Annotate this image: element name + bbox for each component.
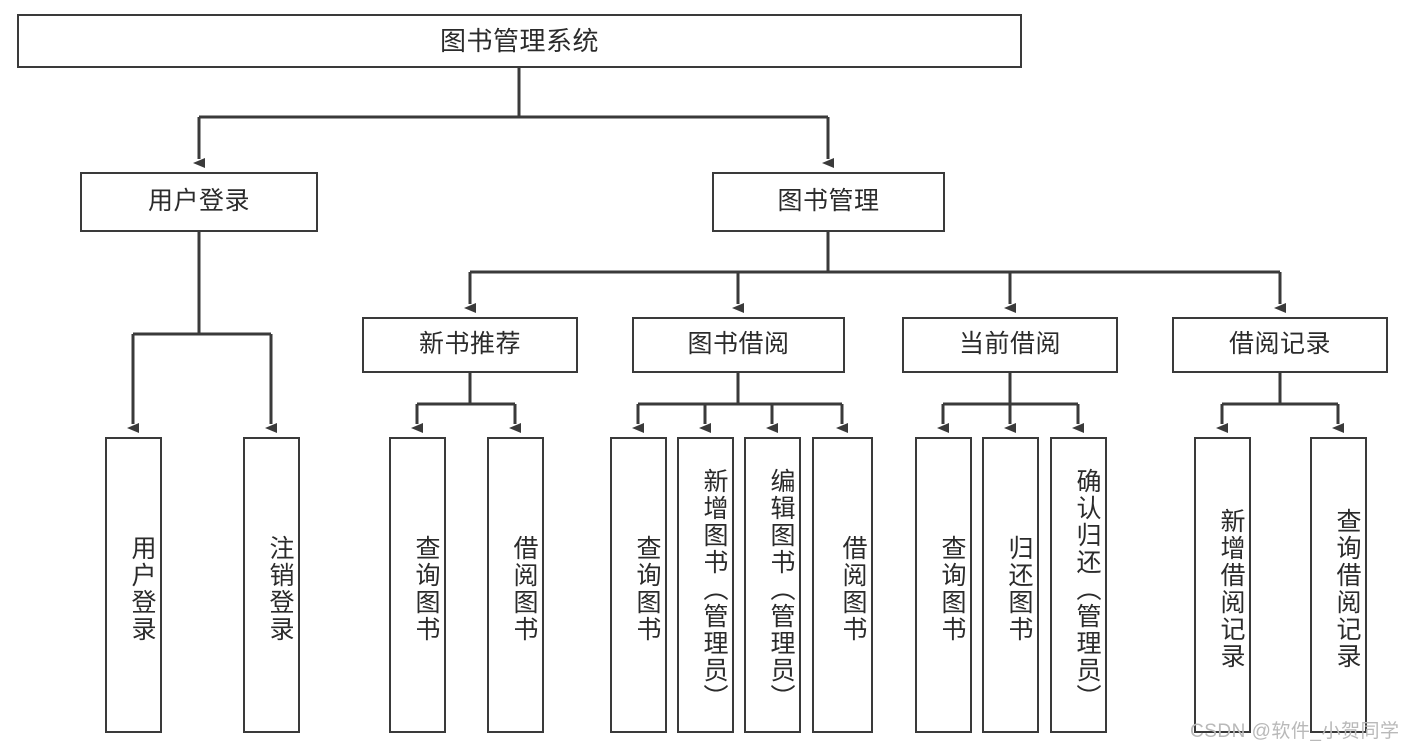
node-level2-1[interactable]: 图书管理 xyxy=(712,172,945,232)
node-level3-label: 借阅记录 xyxy=(1228,330,1331,359)
node-leaf-11[interactable]: 新增借阅记录 xyxy=(1194,437,1251,733)
node-leaf-label: 确认归还（管理员） xyxy=(1073,467,1101,711)
node-leaf-label: 注销登录 xyxy=(266,535,294,643)
node-level3-label: 新书推荐 xyxy=(418,330,521,359)
node-leaf-12[interactable]: 查询借阅记录 xyxy=(1310,437,1367,733)
node-leaf-label: 查询图书 xyxy=(633,535,661,643)
node-root[interactable]: 图书管理系统 xyxy=(17,14,1022,68)
watermark: CSDN @软件_小贺同学 xyxy=(1190,721,1400,742)
node-level2-0[interactable]: 用户登录 xyxy=(80,172,318,232)
node-level3-label: 图书借阅 xyxy=(687,330,790,359)
node-leaf-2[interactable]: 查询图书 xyxy=(389,437,446,733)
node-leaf-label: 新增图书（管理员） xyxy=(700,467,728,711)
node-level2-label: 图书管理 xyxy=(777,187,880,216)
node-leaf-6[interactable]: 编辑图书（管理员） xyxy=(744,437,801,733)
node-level3-label: 当前借阅 xyxy=(958,330,1061,359)
node-level3-1[interactable]: 图书借阅 xyxy=(632,317,845,373)
node-leaf-1[interactable]: 注销登录 xyxy=(243,437,300,733)
node-leaf-label: 借阅图书 xyxy=(839,535,867,643)
node-leaf-9[interactable]: 归还图书 xyxy=(982,437,1039,733)
node-leaf-label: 查询借阅记录 xyxy=(1333,508,1361,670)
node-leaf-4[interactable]: 查询图书 xyxy=(610,437,667,733)
node-level2-label: 用户登录 xyxy=(147,187,250,216)
node-root-label: 图书管理系统 xyxy=(439,25,599,56)
node-level3-2[interactable]: 当前借阅 xyxy=(902,317,1118,373)
node-leaf-label: 借阅图书 xyxy=(510,535,538,643)
node-level3-3[interactable]: 借阅记录 xyxy=(1172,317,1388,373)
node-leaf-8[interactable]: 查询图书 xyxy=(915,437,972,733)
node-leaf-0[interactable]: 用户登录 xyxy=(105,437,162,733)
node-leaf-5[interactable]: 新增图书（管理员） xyxy=(677,437,734,733)
node-leaf-label: 查询图书 xyxy=(938,535,966,643)
node-leaf-label: 新增借阅记录 xyxy=(1217,508,1245,670)
node-leaf-label: 查询图书 xyxy=(412,535,440,643)
node-leaf-label: 编辑图书（管理员） xyxy=(767,467,795,711)
node-leaf-7[interactable]: 借阅图书 xyxy=(812,437,873,733)
node-leaf-label: 用户登录 xyxy=(128,535,156,643)
node-leaf-10[interactable]: 确认归还（管理员） xyxy=(1050,437,1107,733)
node-leaf-3[interactable]: 借阅图书 xyxy=(487,437,544,733)
node-leaf-label: 归还图书 xyxy=(1005,535,1033,643)
node-level3-0[interactable]: 新书推荐 xyxy=(362,317,578,373)
